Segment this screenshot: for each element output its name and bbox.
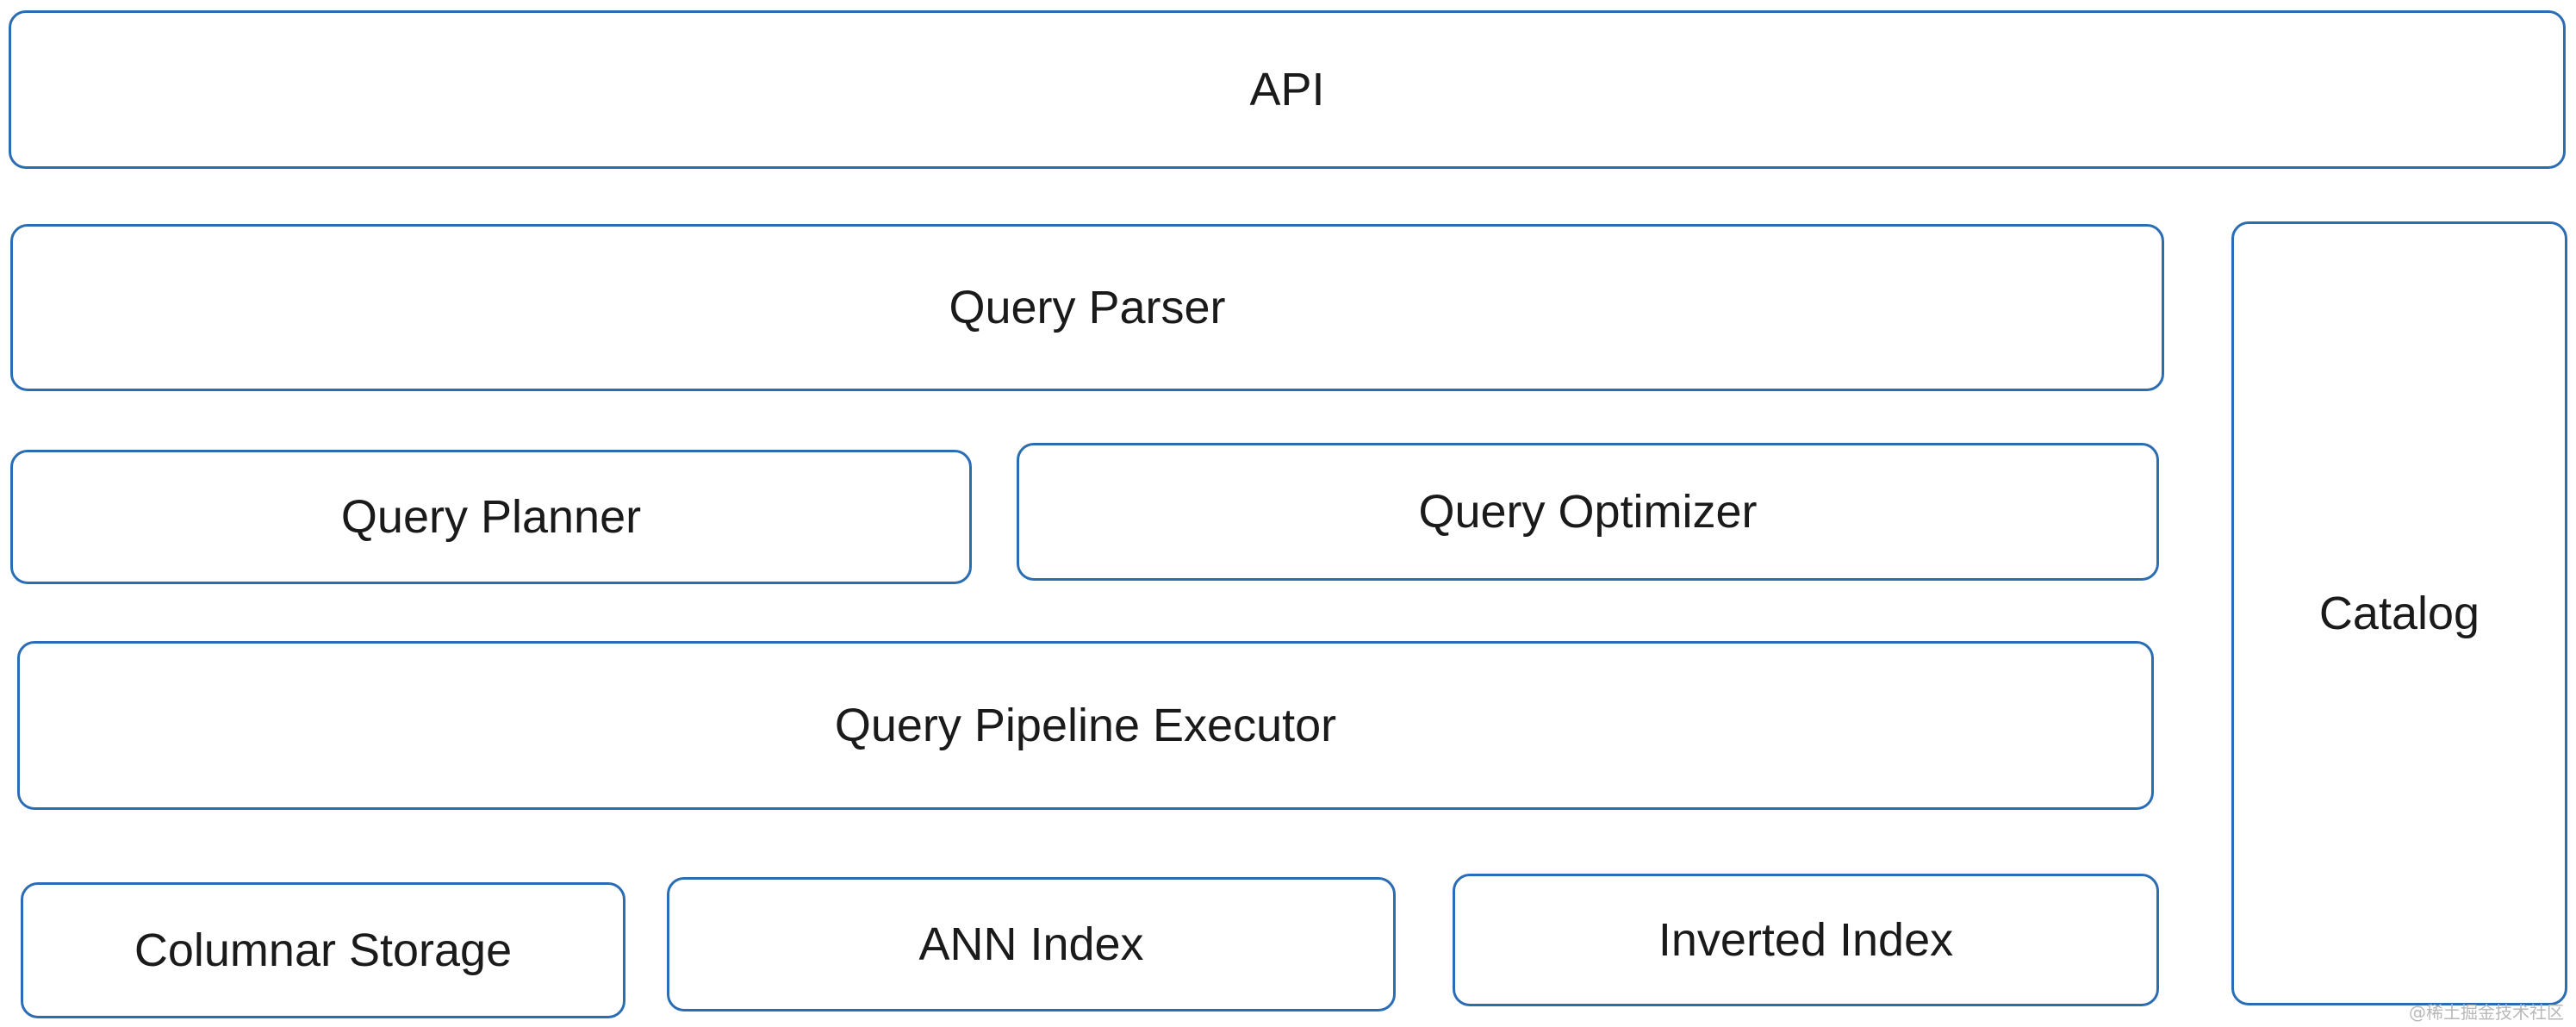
query-optimizer-block: Query Optimizer xyxy=(1017,443,2159,581)
catalog-block: Catalog xyxy=(2231,221,2567,1005)
query-planner-label: Query Planner xyxy=(340,491,642,543)
api-block: API xyxy=(9,10,2566,169)
query-pipeline-executor-block: Query Pipeline Executor xyxy=(17,641,2154,810)
query-parser-label: Query Parser xyxy=(949,282,1226,333)
catalog-label: Catalog xyxy=(2318,588,2480,639)
query-planner-block: Query Planner xyxy=(10,450,972,584)
columnar-storage-block: Columnar Storage xyxy=(21,882,625,1018)
query-parser-block: Query Parser xyxy=(10,224,2164,391)
watermark: @稀土掘金技术社区 xyxy=(2409,1002,2564,1023)
query-optimizer-label: Query Optimizer xyxy=(1418,486,1758,538)
inverted-index-block: Inverted Index xyxy=(1453,874,2159,1006)
api-label: API xyxy=(1249,64,1325,115)
columnar-storage-label: Columnar Storage xyxy=(134,924,513,976)
ann-index-block: ANN Index xyxy=(667,877,1396,1011)
inverted-index-label: Inverted Index xyxy=(1658,914,1954,966)
ann-index-label: ANN Index xyxy=(918,918,1144,970)
query-pipeline-executor-label: Query Pipeline Executor xyxy=(834,700,1337,751)
